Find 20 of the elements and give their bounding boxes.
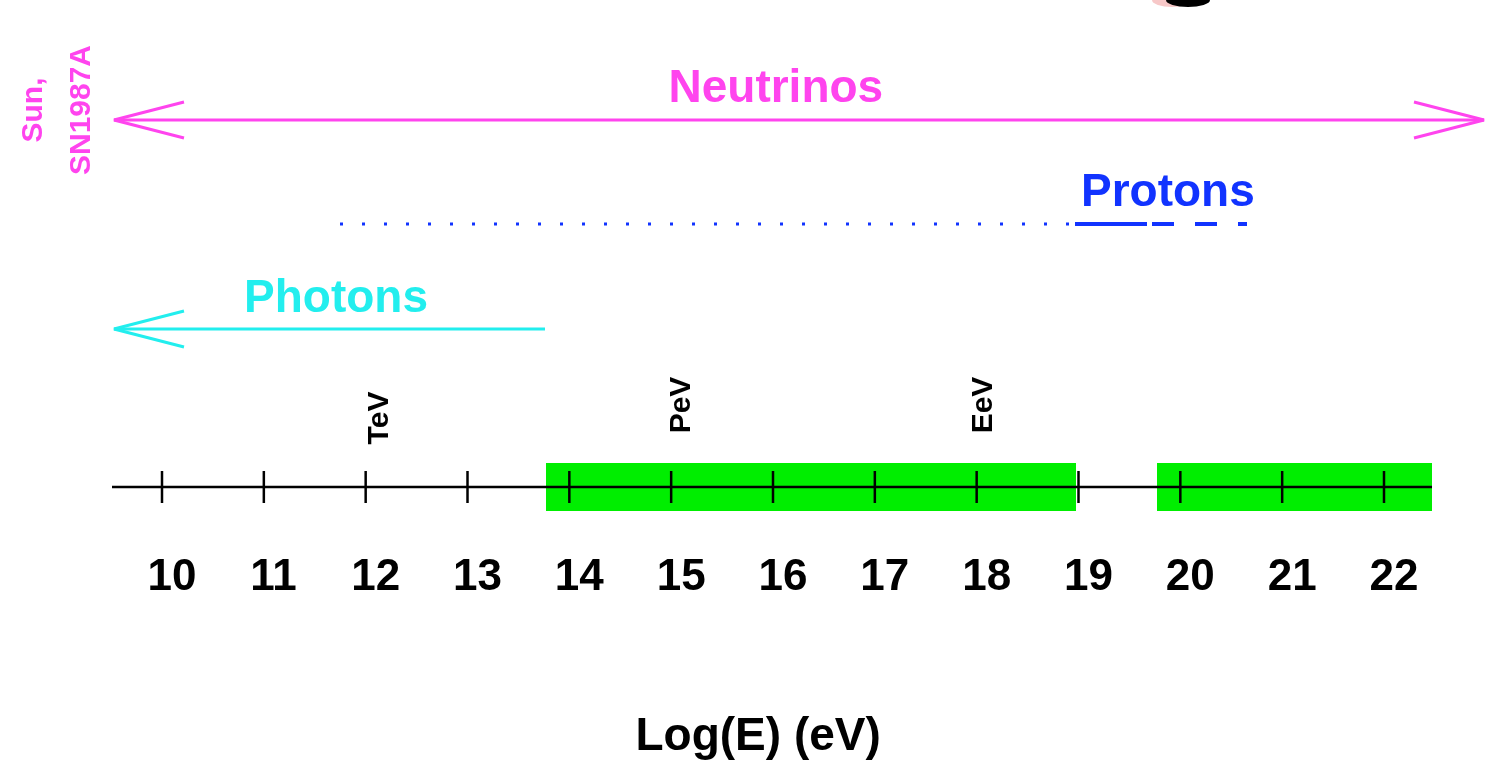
- tick-label: 21: [1267, 553, 1317, 597]
- tick-label: 10: [147, 553, 197, 597]
- tick-label: 15: [656, 553, 706, 597]
- source-label: Sun, SN1987A: [14, 43, 97, 178]
- tick-label: 18: [962, 553, 1012, 597]
- particle-label: Neutrinos: [668, 63, 884, 109]
- particle-label: Photons: [244, 273, 428, 319]
- tick-label: 11: [250, 553, 297, 597]
- tick-label: 17: [860, 553, 910, 597]
- unit-label: EeV: [963, 376, 999, 434]
- tick-label: 13: [453, 553, 502, 597]
- tick-label: 16: [758, 553, 808, 597]
- tick-label: 22: [1369, 553, 1419, 597]
- tick-label: 19: [1064, 553, 1113, 597]
- tick-label: 12: [351, 553, 401, 597]
- unit-label: PeV: [661, 376, 697, 434]
- tick-label: 20: [1165, 553, 1215, 597]
- particle-label: Protons: [1081, 167, 1255, 213]
- unit-label: TeV: [359, 391, 395, 445]
- tick-label: 14: [554, 553, 604, 597]
